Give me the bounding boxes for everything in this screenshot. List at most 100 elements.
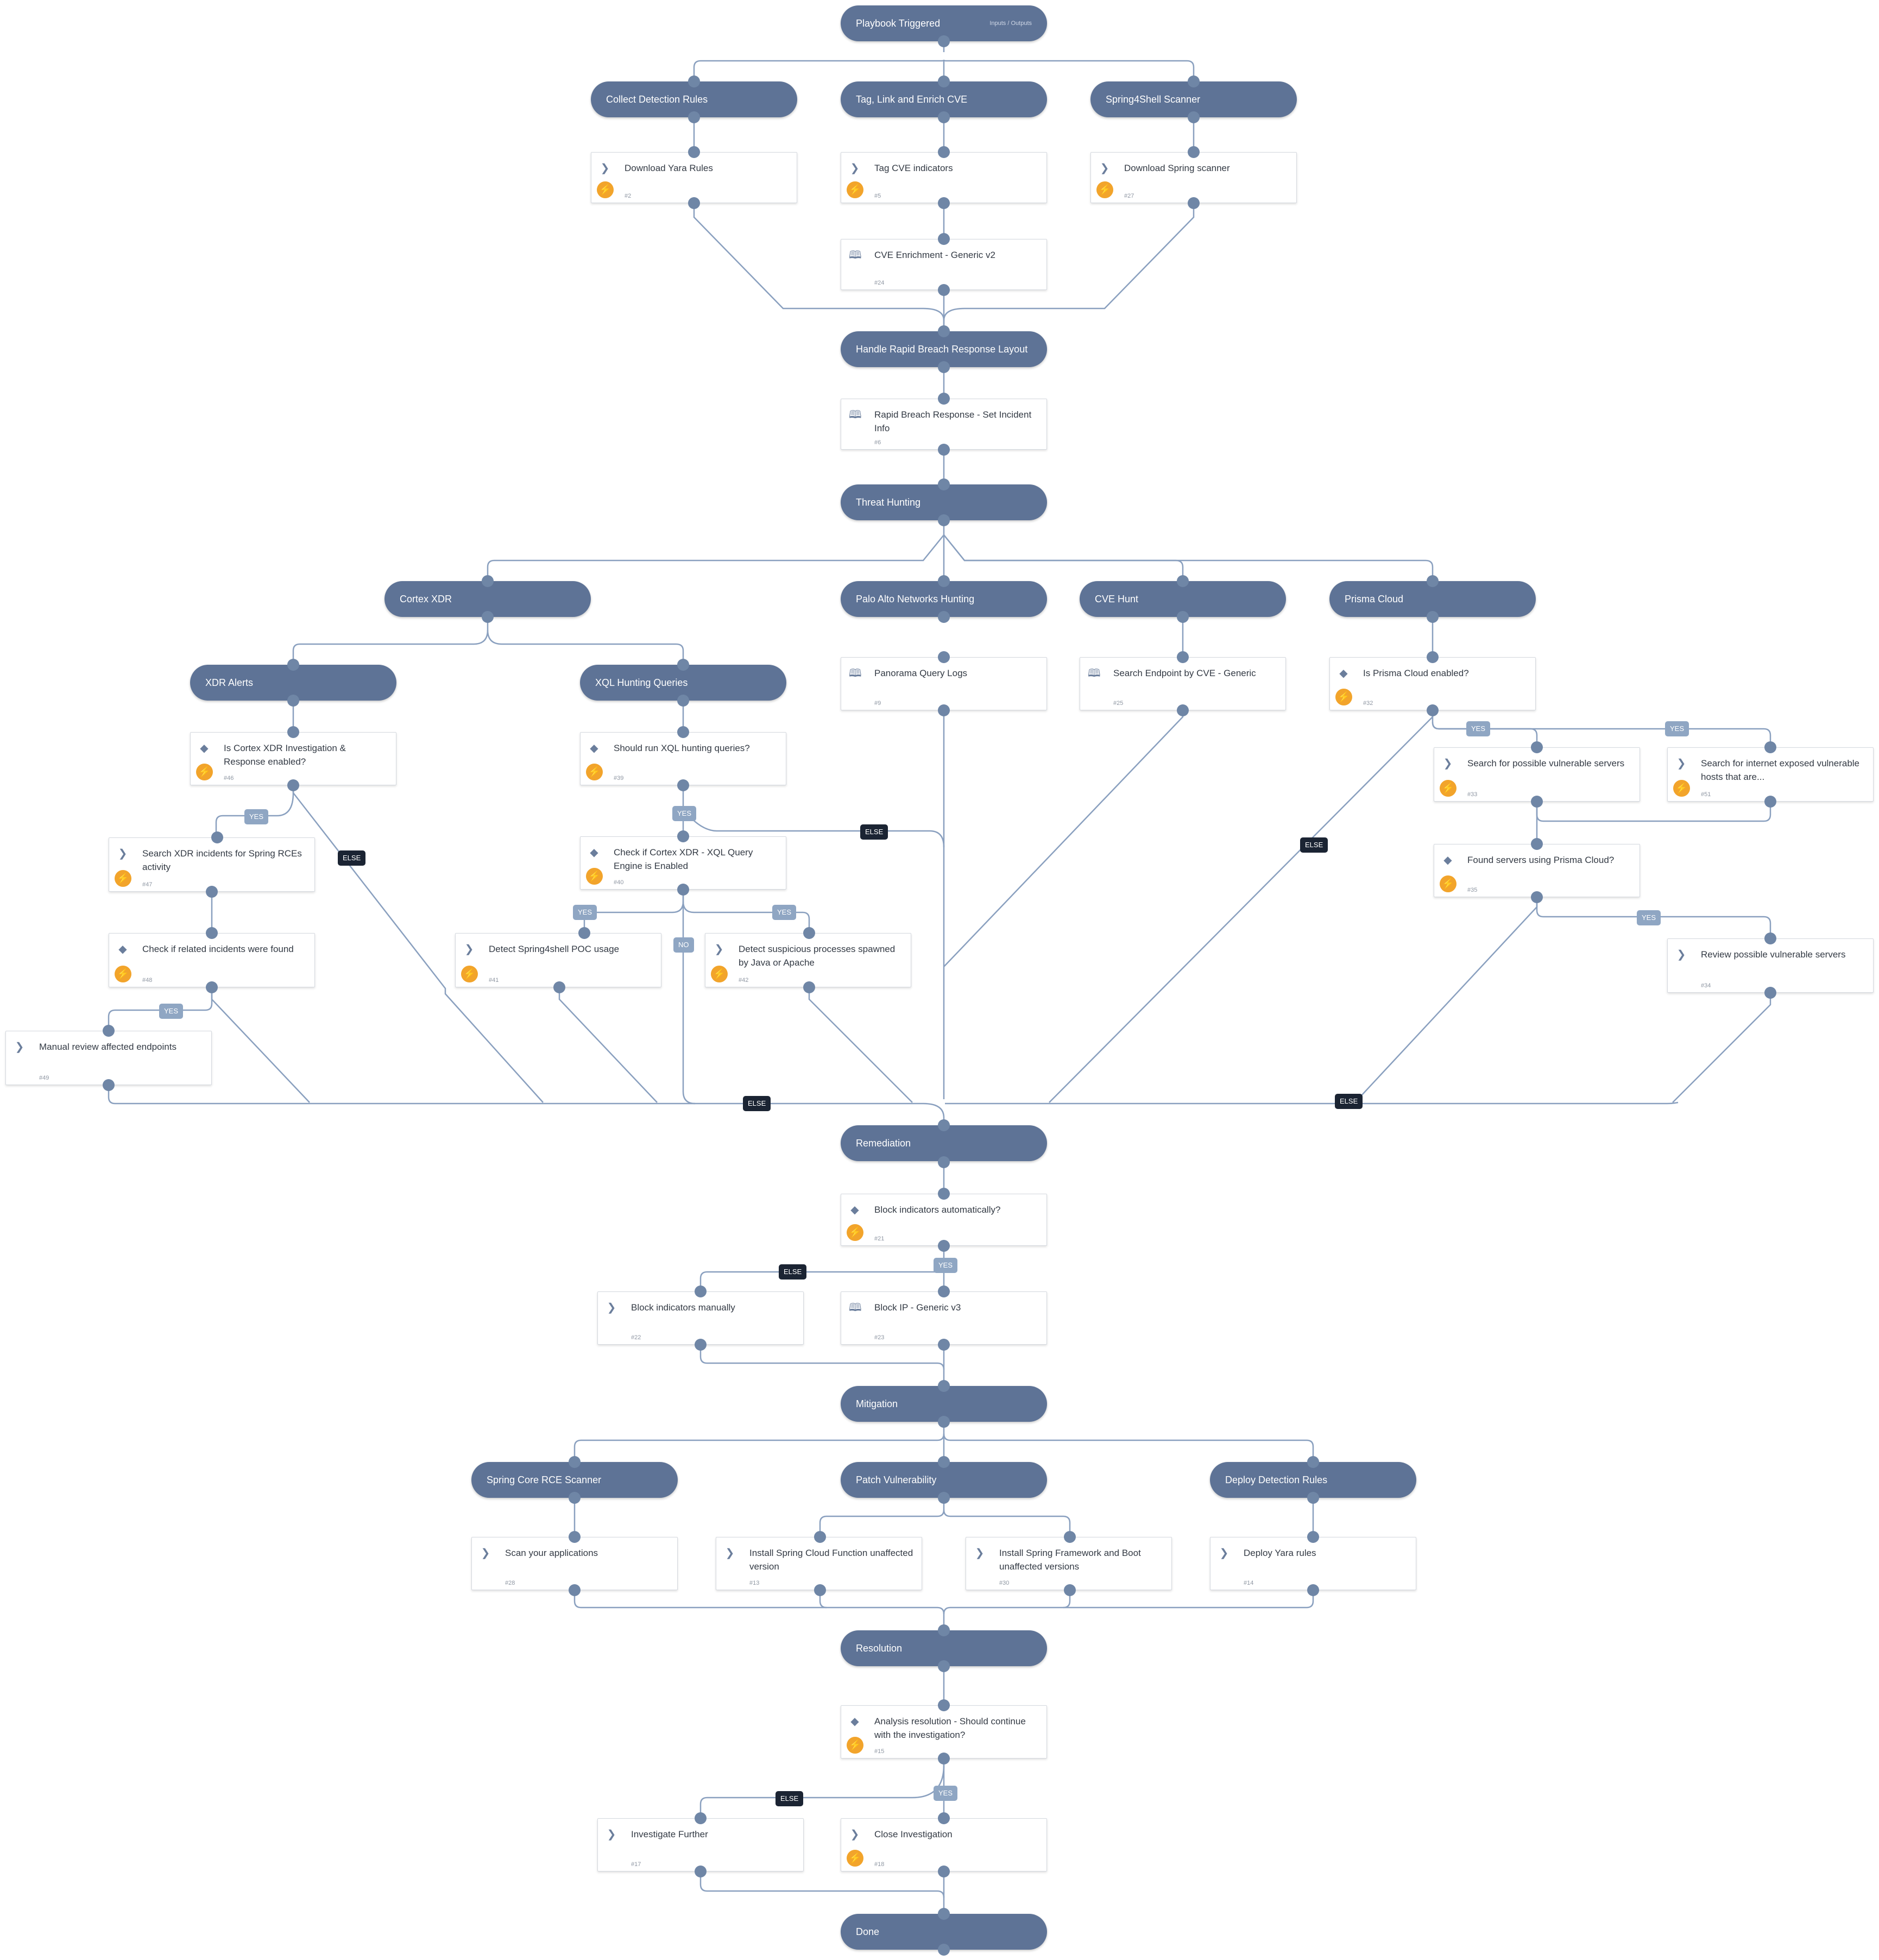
task-install-cloud-function[interactable]: ❯ Install Spring Cloud Function unaffect…: [716, 1537, 922, 1590]
port-dot[interactable]: [287, 726, 299, 738]
port-dot[interactable]: [938, 111, 950, 123]
task-tag-cve-indicators[interactable]: ❯ Tag CVE indicators ⚡ #5: [841, 152, 1047, 203]
task-search-internet-exposed[interactable]: ❯ Search for internet exposed vulnerable…: [1667, 747, 1874, 802]
port-dot[interactable]: [938, 1285, 950, 1297]
task-analysis-resolution[interactable]: ◆ Analysis resolution - Should continue …: [841, 1705, 1047, 1759]
port-dot[interactable]: [287, 779, 299, 791]
port-dot[interactable]: [569, 1456, 581, 1468]
port-dot[interactable]: [688, 111, 700, 123]
port-dot[interactable]: [938, 284, 950, 296]
port-dot[interactable]: [206, 927, 218, 939]
port-dot[interactable]: [938, 1866, 950, 1877]
task-rapid-breach-set-info[interactable]: 🕮 Rapid Breach Response - Set Incident I…: [841, 399, 1047, 450]
port-dot[interactable]: [1177, 704, 1189, 716]
port-dot[interactable]: [569, 1531, 581, 1543]
port-dot[interactable]: [1064, 1584, 1076, 1596]
port-dot[interactable]: [938, 1456, 950, 1468]
port-dot[interactable]: [569, 1584, 581, 1596]
port-dot[interactable]: [482, 575, 494, 587]
port-dot[interactable]: [1188, 197, 1200, 209]
port-dot[interactable]: [938, 478, 950, 490]
port-dot[interactable]: [938, 1624, 950, 1636]
port-dot[interactable]: [103, 1025, 115, 1037]
port-dot[interactable]: [1427, 704, 1439, 716]
port-dot[interactable]: [482, 611, 494, 623]
port-dot[interactable]: [938, 1753, 950, 1764]
port-dot[interactable]: [1177, 575, 1189, 587]
port-dot[interactable]: [938, 1339, 950, 1351]
port-dot[interactable]: [695, 1339, 707, 1351]
port-dot[interactable]: [569, 1492, 581, 1504]
port-dot[interactable]: [938, 704, 950, 716]
port-dot[interactable]: [938, 361, 950, 373]
port-dot[interactable]: [1188, 111, 1200, 123]
task-install-framework-boot[interactable]: ❯ Install Spring Framework and Boot unaf…: [966, 1537, 1172, 1590]
port-dot[interactable]: [1307, 1584, 1319, 1596]
port-dot[interactable]: [938, 1944, 950, 1956]
port-dot[interactable]: [938, 1416, 950, 1428]
task-scan-applications[interactable]: ❯ Scan your applications #28: [471, 1537, 678, 1590]
task-should-run-xql[interactable]: ◆ Should run XQL hunting queries? ⚡ #39: [580, 732, 786, 785]
port-dot[interactable]: [938, 575, 950, 587]
port-dot[interactable]: [1177, 611, 1189, 623]
port-dot[interactable]: [1764, 987, 1776, 999]
port-dot[interactable]: [103, 1079, 115, 1091]
port-dot[interactable]: [938, 393, 950, 405]
inputs-outputs-link[interactable]: Inputs / Outputs: [989, 20, 1032, 27]
port-dot[interactable]: [578, 927, 590, 939]
task-cve-enrichment[interactable]: 🕮 CVE Enrichment - Generic v2 #24: [841, 239, 1047, 290]
port-dot[interactable]: [938, 197, 950, 209]
port-dot[interactable]: [211, 831, 223, 843]
port-dot[interactable]: [1531, 891, 1543, 903]
task-check-related-incidents[interactable]: ◆ Check if related incidents were found …: [109, 933, 315, 987]
task-investigate-further[interactable]: ❯ Investigate Further #17: [597, 1818, 804, 1871]
port-dot[interactable]: [938, 444, 950, 456]
port-dot[interactable]: [938, 325, 950, 337]
port-dot[interactable]: [677, 830, 689, 842]
port-dot[interactable]: [938, 1240, 950, 1252]
port-dot[interactable]: [938, 651, 950, 663]
port-dot[interactable]: [938, 1156, 950, 1168]
port-dot[interactable]: [1427, 651, 1439, 663]
port-dot[interactable]: [1531, 796, 1543, 808]
task-panorama-query-logs[interactable]: 🕮 Panorama Query Logs #9: [841, 657, 1047, 710]
port-dot[interactable]: [553, 981, 565, 993]
port-dot[interactable]: [695, 1812, 707, 1824]
task-search-xdr-incidents[interactable]: ❯ Search XDR incidents for Spring RCEs a…: [109, 837, 315, 892]
task-manual-review-endpoints[interactable]: ❯ Manual review affected endpoints #49: [5, 1031, 212, 1085]
port-dot[interactable]: [1064, 1531, 1076, 1543]
port-dot[interactable]: [938, 1660, 950, 1672]
port-dot[interactable]: [938, 1188, 950, 1200]
task-block-indicators-auto[interactable]: ◆ Block indicators automatically? ⚡ #21: [841, 1194, 1047, 1246]
port-dot[interactable]: [287, 695, 299, 707]
port-dot[interactable]: [677, 695, 689, 707]
port-dot[interactable]: [677, 779, 689, 791]
port-dot[interactable]: [938, 611, 950, 623]
port-dot[interactable]: [1188, 146, 1200, 158]
port-dot[interactable]: [938, 1492, 950, 1504]
port-dot[interactable]: [695, 1866, 707, 1877]
task-is-prisma-enabled[interactable]: ◆ Is Prisma Cloud enabled? ⚡ #32: [1329, 657, 1536, 710]
port-dot[interactable]: [688, 75, 700, 87]
port-dot[interactable]: [803, 927, 815, 939]
port-dot[interactable]: [938, 1380, 950, 1392]
task-is-xdr-enabled[interactable]: ◆ Is Cortex XDR Investigation & Response…: [190, 732, 396, 785]
port-dot[interactable]: [677, 659, 689, 671]
port-dot[interactable]: [1188, 75, 1200, 87]
task-search-vuln-servers[interactable]: ❯ Search for possible vulnerable servers…: [1434, 747, 1640, 802]
port-dot[interactable]: [688, 146, 700, 158]
port-dot[interactable]: [1531, 838, 1543, 850]
task-close-investigation[interactable]: ❯ Close Investigation ⚡ #18: [841, 1818, 1047, 1871]
task-download-yara-rules[interactable]: ❯ Download Yara Rules ⚡ #2: [591, 152, 797, 203]
task-found-servers-prisma[interactable]: ◆ Found servers using Prisma Cloud? ⚡ #3…: [1434, 844, 1640, 897]
port-dot[interactable]: [938, 1812, 950, 1824]
task-block-indicators-manual[interactable]: ❯ Block indicators manually #22: [597, 1291, 804, 1345]
port-dot[interactable]: [1307, 1531, 1319, 1543]
section-patch-vulnerability[interactable]: Patch Vulnerability: [841, 1462, 1047, 1498]
port-dot[interactable]: [287, 659, 299, 671]
port-dot[interactable]: [1307, 1456, 1319, 1468]
port-dot[interactable]: [677, 884, 689, 896]
port-dot[interactable]: [1764, 932, 1776, 944]
port-dot[interactable]: [206, 886, 218, 898]
task-download-spring-scanner[interactable]: ❯ Download Spring scanner ⚡ #27: [1090, 152, 1297, 203]
